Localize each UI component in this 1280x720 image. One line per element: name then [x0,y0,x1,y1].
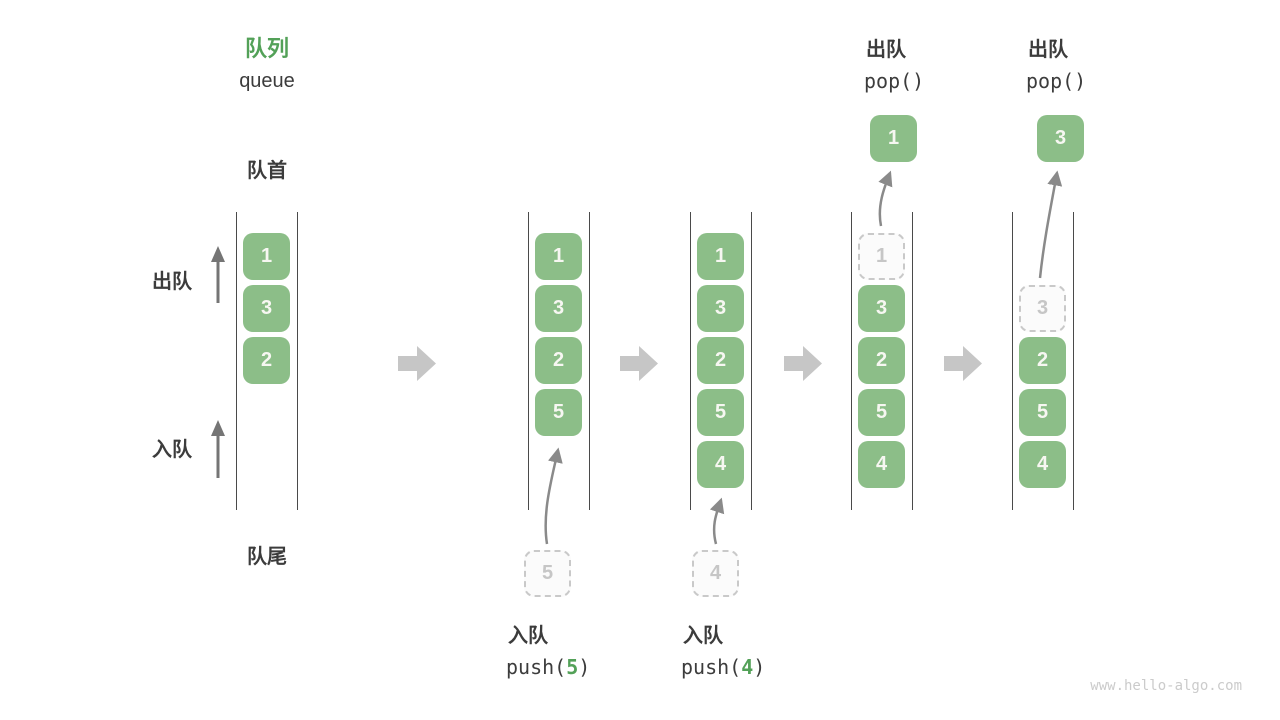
push5-code-pre: push( [506,655,567,679]
state-arrow-icon [944,346,982,381]
popped-item: 1 [870,115,917,162]
push5-code-arg: 5 [566,655,579,679]
push5-code: push(5) [506,655,590,679]
queue-item: 4 [697,441,744,488]
push5-label: 入队 [508,625,548,647]
queue-item: 2 [1019,337,1066,384]
push4-code: push(4) [681,655,765,679]
queue-item: 5 [1019,389,1066,436]
popped-item: 3 [1037,115,1084,162]
queue-item: 4 [1019,441,1066,488]
removed-item-ghost: 3 [1019,285,1066,332]
dequeue-side-label: 出队 [152,271,192,293]
state-arrow-icon [398,346,436,381]
pop3-code: pop() [1026,69,1087,93]
watermark: www.hello-algo.com [1090,678,1242,694]
queue-item: 3 [858,285,905,332]
queue-item: 4 [858,441,905,488]
state-arrow-icon [784,346,822,381]
queue-item: 5 [858,389,905,436]
queue-item: 1 [243,233,290,280]
dequeue-direction-arrowhead-icon [211,246,225,262]
enqueue-side-label: 入队 [152,439,192,461]
queue-rear-label: 队尾 [247,546,287,568]
pop1-label: 出队 [866,39,906,61]
push4-code-post: ) [753,655,766,679]
queue-column-4: 1 3 2 5 4 [851,212,913,510]
pop3-label: 出队 [1028,39,1068,61]
queue-front-label: 队首 [247,160,287,182]
queue-item: 5 [697,389,744,436]
title-zh: 队列 [244,36,289,61]
enqueue-direction-arrowhead-icon [211,420,225,436]
queue-item: 5 [535,389,582,436]
queue-column-5: 3 2 5 4 [1012,212,1074,510]
queue-item: 2 [697,337,744,384]
title-en: queue [239,70,295,92]
queue-item: 3 [243,285,290,332]
push4-label: 入队 [683,625,723,647]
queue-item: 2 [858,337,905,384]
queue-item: 3 [697,285,744,332]
state-arrow-icon [620,346,658,381]
push5-code-post: ) [578,655,591,679]
removed-item-ghost: 1 [858,233,905,280]
pop1-code: pop() [864,69,925,93]
queue-item: 2 [535,337,582,384]
queue-item: 1 [535,233,582,280]
staging-item-ghost: 4 [692,550,739,597]
queue-item: 3 [535,285,582,332]
push4-code-arg: 4 [741,655,754,679]
queue-column-1: 1 3 2 [236,212,298,510]
staging-item-ghost: 5 [524,550,571,597]
queue-item: 2 [243,337,290,384]
queue-column-3: 1 3 2 5 4 [690,212,752,510]
queue-column-2: 1 3 2 5 [528,212,590,510]
queue-item: 1 [697,233,744,280]
push4-code-pre: push( [681,655,742,679]
